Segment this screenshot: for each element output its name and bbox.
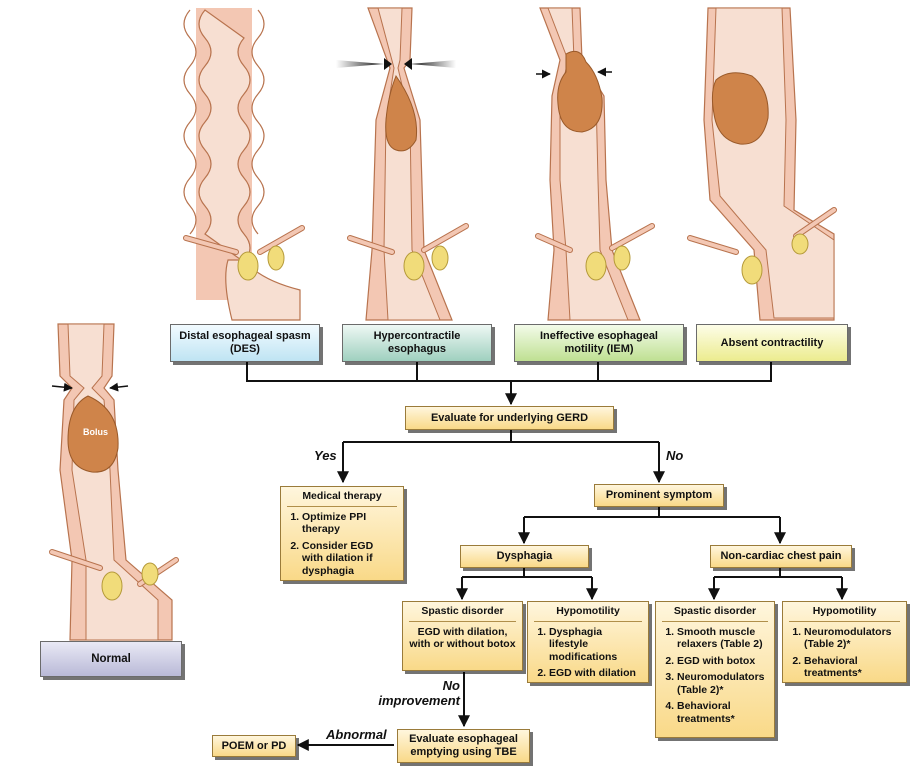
evaluate-tbe-box: Evaluate esophageal emptying using TBE (397, 729, 530, 763)
dysphagia-spastic-title: Spastic disorder (409, 605, 516, 622)
medical-therapy-item: Consider EGD with dilation if dysphagia (302, 540, 397, 578)
chest-pain-spastic-box: Spastic disorder Smooth muscle relaxers … (655, 601, 775, 738)
yes-label: Yes (314, 448, 337, 463)
chest-pain-hypomotility-box: Hypomotility Neuromodulators (Table 2)* … (782, 601, 907, 683)
category-hypercontractile: Hypercontractile esophagus (342, 324, 492, 362)
chest-pain-spastic-title: Spastic disorder (662, 605, 768, 622)
hypercontractile-esophagus-illustration (336, 7, 469, 321)
medical-therapy-title: Medical therapy (287, 490, 397, 507)
chest-pain-spastic-item: Behavioral treatments* (677, 700, 768, 725)
chest-pain-hypomotility-item: Behavioral treatments* (804, 655, 900, 680)
chest-pain-spastic-item: Smooth muscle relaxers (Table 2) (677, 626, 768, 651)
medical-therapy-box: Medical therapy Optimize PPI therapy Con… (280, 486, 404, 581)
absent-contractility-illustration (687, 7, 837, 321)
prominent-symptom-box: Prominent symptom (594, 484, 724, 507)
dysphagia-spastic-text: EGD with dilation, with or without botox (409, 625, 516, 651)
dysphagia-box: Dysphagia (460, 545, 589, 568)
dysphagia-hypomotility-item: Dysphagia lifestyle modifications (549, 626, 642, 664)
chest-pain-box: Non-cardiac chest pain (710, 545, 852, 568)
chest-pain-hypomotility-title: Hypomotility (789, 605, 900, 622)
iem-esophagus-illustration (535, 7, 655, 321)
evaluate-gerd-box: Evaluate for underlying GERD (405, 406, 614, 430)
category-absent-contractility: Absent contractility (696, 324, 848, 362)
dysphagia-hypomotility-title: Hypomotility (534, 605, 642, 622)
des-esophagus-illustration (183, 8, 305, 321)
medical-therapy-item: Optimize PPI therapy (302, 511, 397, 536)
chest-pain-hypomotility-item: Neuromodulators (Table 2)* (804, 626, 900, 651)
category-normal: Normal (40, 641, 182, 677)
dysphagia-spastic-box: Spastic disorder EGD with dilation, with… (402, 601, 523, 671)
category-des: Distal esophageal spasm (DES) (170, 324, 320, 362)
poem-pd-box: POEM or PD (212, 735, 296, 757)
normal-esophagus-illustration (49, 323, 179, 641)
no-label: No (666, 448, 684, 463)
no-improvement-label: No improvement (378, 678, 460, 708)
bolus-label: Bolus (83, 427, 109, 437)
chest-pain-spastic-item: Neuromodulators (Table 2)* (677, 671, 768, 696)
abnormal-label: Abnormal (326, 727, 387, 742)
flow-connectors (246, 362, 848, 751)
category-iem: Ineffective esophageal motility (IEM) (514, 324, 684, 362)
dysphagia-hypomotility-box: Hypomotility Dysphagia lifestyle modific… (527, 601, 649, 683)
dysphagia-hypomotility-item: EGD with dilation (549, 667, 642, 680)
chest-pain-spastic-item: EGD with botox (677, 655, 768, 668)
